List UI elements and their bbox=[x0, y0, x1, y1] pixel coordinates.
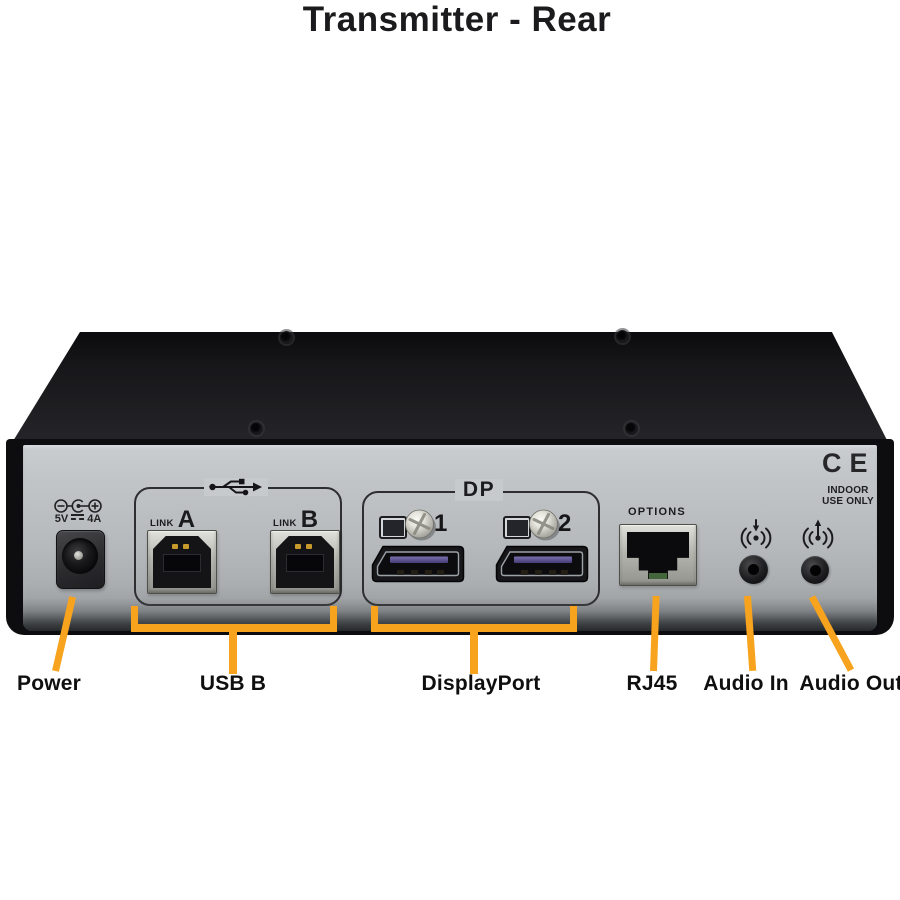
link-prefix: LINK bbox=[150, 518, 174, 529]
usb-b-port-b bbox=[270, 530, 340, 594]
indoor-use-label: INDOOR USE ONLY bbox=[812, 485, 884, 507]
rj45-pcb bbox=[648, 573, 668, 579]
usb-pin bbox=[183, 544, 189, 549]
audio-out-icon bbox=[802, 519, 834, 549]
usb-trident-icon bbox=[209, 478, 262, 496]
usb-icon-holder bbox=[204, 478, 268, 496]
callout-bracket-usb bbox=[330, 606, 337, 626]
voltage-text: 5V bbox=[54, 513, 69, 525]
usb-pin bbox=[172, 544, 178, 549]
indoor-line2: USE ONLY bbox=[822, 496, 874, 508]
page-title: Transmitter - Rear bbox=[302, 0, 612, 39]
top-screw-icon bbox=[625, 422, 638, 435]
jack-hole bbox=[809, 564, 821, 576]
usb-pin bbox=[306, 544, 312, 549]
power-rating-label: 5V 4A bbox=[47, 513, 109, 525]
usb-b-slot bbox=[163, 554, 201, 572]
usb-link-b-label: LINK B bbox=[273, 508, 318, 532]
usb-link-a-label: LINK A bbox=[150, 508, 195, 532]
callout-bracket-usb bbox=[131, 606, 138, 626]
rj45-opening bbox=[627, 532, 689, 579]
usb-b-slot bbox=[286, 554, 324, 572]
dc-jack-hole bbox=[62, 538, 98, 574]
dp-group-label: DP bbox=[455, 478, 503, 501]
current-text: 4A bbox=[87, 513, 102, 525]
callout-label-displayport: DisplayPort bbox=[421, 672, 541, 695]
callout-label-usb-b: USB B bbox=[199, 672, 267, 695]
callout-line-displayport bbox=[470, 630, 478, 674]
device-top-face bbox=[10, 332, 890, 446]
top-screw-icon bbox=[616, 330, 629, 343]
usb-b-port-a bbox=[147, 530, 217, 594]
phillips-screw-icon bbox=[405, 509, 436, 541]
dc-symbol-icon bbox=[71, 514, 85, 524]
usb-pin bbox=[295, 544, 301, 549]
dc-jack-pin bbox=[74, 551, 83, 560]
callout-label-audio-in: Audio In bbox=[703, 672, 789, 695]
phillips-screw-icon bbox=[529, 509, 560, 541]
callout-bracket-displayport bbox=[371, 606, 378, 626]
monitor-screen bbox=[506, 519, 528, 536]
callout-label-audio-out: Audio Out bbox=[799, 672, 900, 695]
callout-label-power: Power bbox=[16, 672, 82, 695]
audio-out-jack bbox=[801, 556, 829, 584]
dp-port-number: 1 bbox=[434, 510, 448, 537]
callout-bracket-displayport bbox=[371, 624, 577, 632]
callout-bracket-displayport bbox=[570, 606, 577, 626]
link-letter: B bbox=[300, 506, 319, 533]
rj45-options-label: OPTIONS bbox=[628, 506, 686, 518]
callout-line-usb bbox=[229, 630, 237, 674]
dc-power-jack bbox=[56, 530, 105, 589]
link-letter: A bbox=[177, 506, 196, 533]
displayport-connector-2 bbox=[495, 545, 589, 583]
monitor-icon bbox=[503, 516, 531, 539]
callout-bracket-usb bbox=[131, 624, 337, 632]
link-prefix: LINK bbox=[273, 518, 297, 529]
top-screw-icon bbox=[250, 422, 263, 435]
callout-label-rj45: RJ45 bbox=[626, 672, 678, 695]
callout-line-rj45 bbox=[650, 595, 660, 672]
displayport-connector-1 bbox=[371, 545, 465, 583]
jack-hole bbox=[748, 564, 759, 575]
rj45-port bbox=[619, 524, 697, 586]
top-screw-icon bbox=[280, 331, 293, 344]
usb-b-opening bbox=[153, 536, 211, 588]
audio-in-icon bbox=[740, 519, 772, 549]
dp-port-number: 2 bbox=[558, 510, 572, 537]
ce-mark: CE bbox=[822, 448, 876, 478]
indoor-line1: INDOOR bbox=[827, 485, 869, 496]
audio-in-jack bbox=[739, 555, 768, 584]
monitor-screen bbox=[382, 519, 404, 536]
usb-b-opening bbox=[276, 536, 334, 588]
polarity-icon bbox=[54, 499, 102, 513]
